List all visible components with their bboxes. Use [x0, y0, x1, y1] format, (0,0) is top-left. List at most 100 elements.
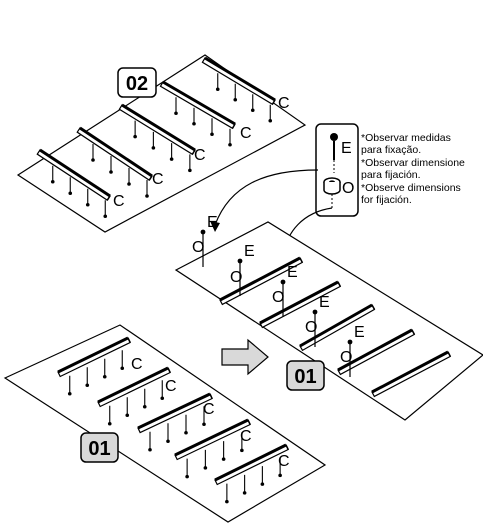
dowel-label: O [192, 239, 204, 256]
dowel-tip [166, 439, 170, 444]
step-number-bottom: 01 [88, 438, 110, 460]
rail [174, 418, 251, 461]
rail [214, 443, 290, 486]
rail-end [247, 419, 251, 425]
dowel-tip [233, 97, 238, 102]
rail-edge [214, 443, 287, 482]
dowel-tip [50, 179, 55, 184]
dowel [228, 128, 232, 147]
dowel [127, 168, 131, 186]
dowel [67, 375, 72, 396]
rail-end [209, 393, 213, 399]
note-line: *Observar dimensione [361, 157, 465, 169]
dowel [68, 177, 73, 196]
rail-end [167, 367, 171, 373]
dowel-icon [323, 177, 341, 195]
dowel-tip [215, 87, 220, 92]
dowel [107, 405, 112, 426]
rail [118, 103, 196, 156]
dowel [109, 156, 113, 174]
dowel-tip [133, 134, 137, 139]
screw-label: E [341, 140, 352, 157]
rail-label: C [152, 171, 164, 188]
rail-label: C [165, 378, 177, 395]
dowel-tip [67, 391, 72, 396]
rail-edge [219, 256, 301, 302]
rail-label: C [278, 95, 290, 112]
screw-label: E [207, 214, 218, 231]
top-rail-labels: C C C C C [113, 95, 290, 210]
hardware-marker: EO [305, 294, 330, 347]
rail-edge [174, 418, 249, 457]
screw-icon [330, 133, 338, 160]
dowel [145, 180, 149, 198]
note-line: para fijación. [361, 169, 421, 181]
dowel-tip [250, 108, 255, 113]
rail-label: C [240, 428, 252, 445]
dowel [250, 94, 255, 113]
hardware-marker: EO [230, 243, 255, 296]
top-panel [16, 54, 307, 233]
dowel-tip [127, 182, 131, 186]
dowel [188, 154, 192, 173]
rail-end [299, 257, 303, 263]
dowel-tip [148, 447, 152, 452]
dowel-tip [203, 466, 208, 470]
rail-end [231, 123, 236, 129]
rail [299, 303, 376, 352]
dowel-tip [225, 499, 229, 504]
rail-end [337, 281, 341, 287]
step-number-box [80, 432, 119, 463]
hardware-detail: E O *Observar medidas para fixação. *Obs… [315, 123, 465, 217]
note-line: *Observar medidas [361, 132, 451, 144]
dowel-label: O [340, 349, 352, 366]
dowel-tip [142, 404, 147, 409]
rail-end [127, 337, 131, 343]
dowel-tip [188, 168, 192, 173]
dowel-tip [103, 214, 108, 219]
dowel [142, 388, 147, 409]
dowel [202, 406, 206, 427]
dowel-tip [184, 430, 188, 435]
dowel [91, 144, 95, 162]
dowel-tip [221, 457, 226, 461]
dowel-tip [228, 142, 232, 147]
dowel [50, 165, 55, 184]
dowel-tip [85, 383, 90, 388]
rail [259, 280, 342, 329]
hardware-marker: EO [340, 324, 365, 377]
dowel-tip [169, 157, 174, 161]
dowel-tip [242, 491, 247, 495]
rail-end [191, 149, 196, 155]
rail-label: C [113, 193, 125, 210]
rail-edge [97, 366, 169, 404]
dowel-tip [268, 118, 273, 123]
dowel-label: O [342, 180, 354, 197]
note-line: *Observe dimensions [361, 182, 461, 194]
step-number-top: 02 [126, 73, 148, 95]
hardware-marker: EO [272, 264, 298, 317]
dowel-tip [125, 413, 130, 418]
rail [201, 56, 276, 106]
top-rails [36, 56, 276, 202]
dowel [85, 367, 90, 388]
dowel [233, 83, 238, 102]
dowel [221, 441, 226, 461]
dowel-tip [109, 170, 113, 174]
dowel-tip [192, 121, 196, 126]
dowel-tip [151, 146, 156, 150]
step-number-middle: 01 [294, 366, 316, 388]
dowel [225, 483, 229, 504]
dowel-label: O [272, 289, 284, 306]
rail-end [285, 444, 289, 450]
dowel-tip [145, 194, 149, 198]
rail-end [106, 195, 111, 201]
dowel [125, 397, 130, 418]
dowel [133, 120, 137, 139]
dowel [278, 457, 282, 478]
dowel-tip [185, 474, 189, 479]
fixing-notes: *Observar medidas para fixação. *Observa… [361, 132, 465, 206]
dowel [184, 414, 188, 435]
